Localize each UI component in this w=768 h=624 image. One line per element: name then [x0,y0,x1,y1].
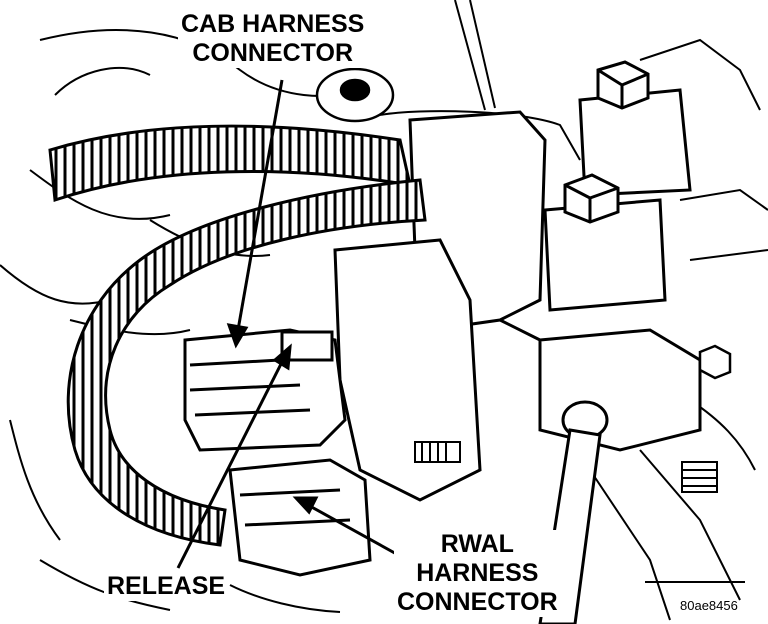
rwal-harness-connector-shape [228,458,372,577]
cab-harness-label-line2: CONNECTOR [192,39,354,67]
cab-harness-connector-shape [183,328,347,452]
rwal-harness-connector-label: RWAL HARNESS CONNECTOR [394,530,561,617]
release-label-text: RELEASE [107,572,226,600]
solenoid-bolt-upper [596,60,650,110]
figure-id: 80ae8456 [680,598,738,613]
small-bolt-right [698,344,732,380]
solenoid-bolt-lower [563,173,620,224]
rwal-label-line3: CONNECTOR [397,588,558,616]
cab-harness-connector-label: CAB HARNESS CONNECTOR [178,10,368,68]
release-label: RELEASE [104,572,229,601]
rwal-label-line2: HARNESS [416,559,539,587]
rwal-label-line1: RWAL [440,530,514,558]
top-bolt [315,67,395,123]
leader-arrows [176,79,421,569]
threaded-stud [414,441,718,493]
lower-harness-loop [66,178,427,547]
cab-harness-label-line1: CAB HARNESS [181,10,365,38]
